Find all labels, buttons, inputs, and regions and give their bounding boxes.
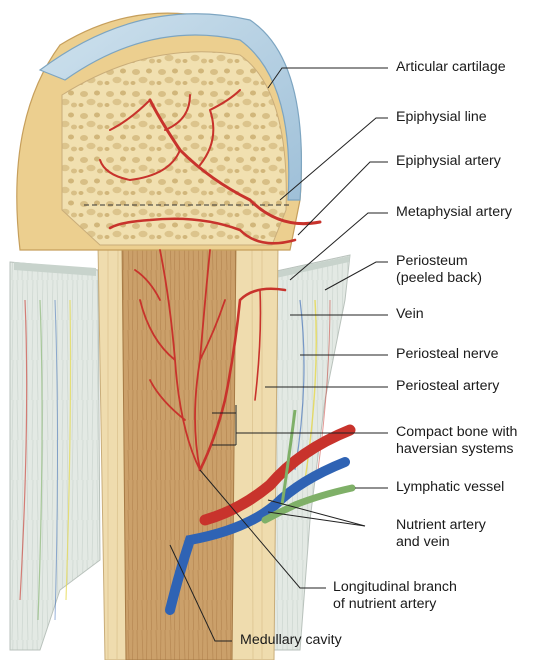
label-medullary-cavity: Medullary cavity: [240, 632, 342, 648]
label-periosteal-artery: Periosteal artery: [396, 378, 500, 394]
diaphysis: [97, 239, 279, 660]
label-compact-bone: Compact bone with haversian systems: [396, 424, 517, 458]
label-epiphysial-line: Epiphysial line: [396, 109, 487, 125]
label-longitudinal-line1: Longitudinal branch: [333, 579, 457, 595]
label-articular-cartilage: Articular cartilage: [396, 59, 506, 75]
articular-cartilage: [38, 13, 303, 201]
spongy-bone: [61, 51, 287, 246]
label-longitudinal-line2: of nutrient artery: [333, 596, 437, 612]
label-periosteum-line1: Periosteum: [396, 253, 468, 269]
label-nutrient-line1: Nutrient artery: [396, 517, 486, 533]
left-periosteum-flap: [9, 261, 101, 651]
label-nutrient-line2: and vein: [396, 534, 450, 550]
label-metaphysial-artery: Metaphysial artery: [396, 204, 512, 220]
label-periosteum-line2: (peeled back): [396, 270, 482, 286]
lymphatic-vessel: [261, 484, 356, 524]
medullary-cavity: [121, 239, 237, 660]
label-compact-bone-line1: Compact bone with: [396, 424, 518, 440]
label-compact-bone-line2: haversian systems: [396, 441, 514, 457]
nutrient-artery: [199, 424, 356, 526]
label-periosteal-nerve: Periosteal nerve: [396, 346, 499, 362]
nutrient-vessels: [165, 409, 356, 615]
periosteal-lymph: [280, 409, 297, 506]
label-epiphysial-artery: Epiphysial artery: [396, 153, 501, 169]
arteries: [99, 89, 322, 472]
label-lymphatic-vessel: Lymphatic vessel: [396, 479, 505, 495]
label-periosteum: Periosteum (peeled back): [396, 253, 482, 287]
leader-lines: [169, 67, 388, 642]
label-vein: Vein: [396, 306, 424, 322]
epiphysis: [16, 12, 303, 251]
label-longitudinal-branch: Longitudinal branch of nutrient artery: [333, 579, 457, 613]
label-nutrient-artery-vein: Nutrient artery and vein: [396, 517, 486, 551]
nutrient-vein: [165, 457, 350, 615]
